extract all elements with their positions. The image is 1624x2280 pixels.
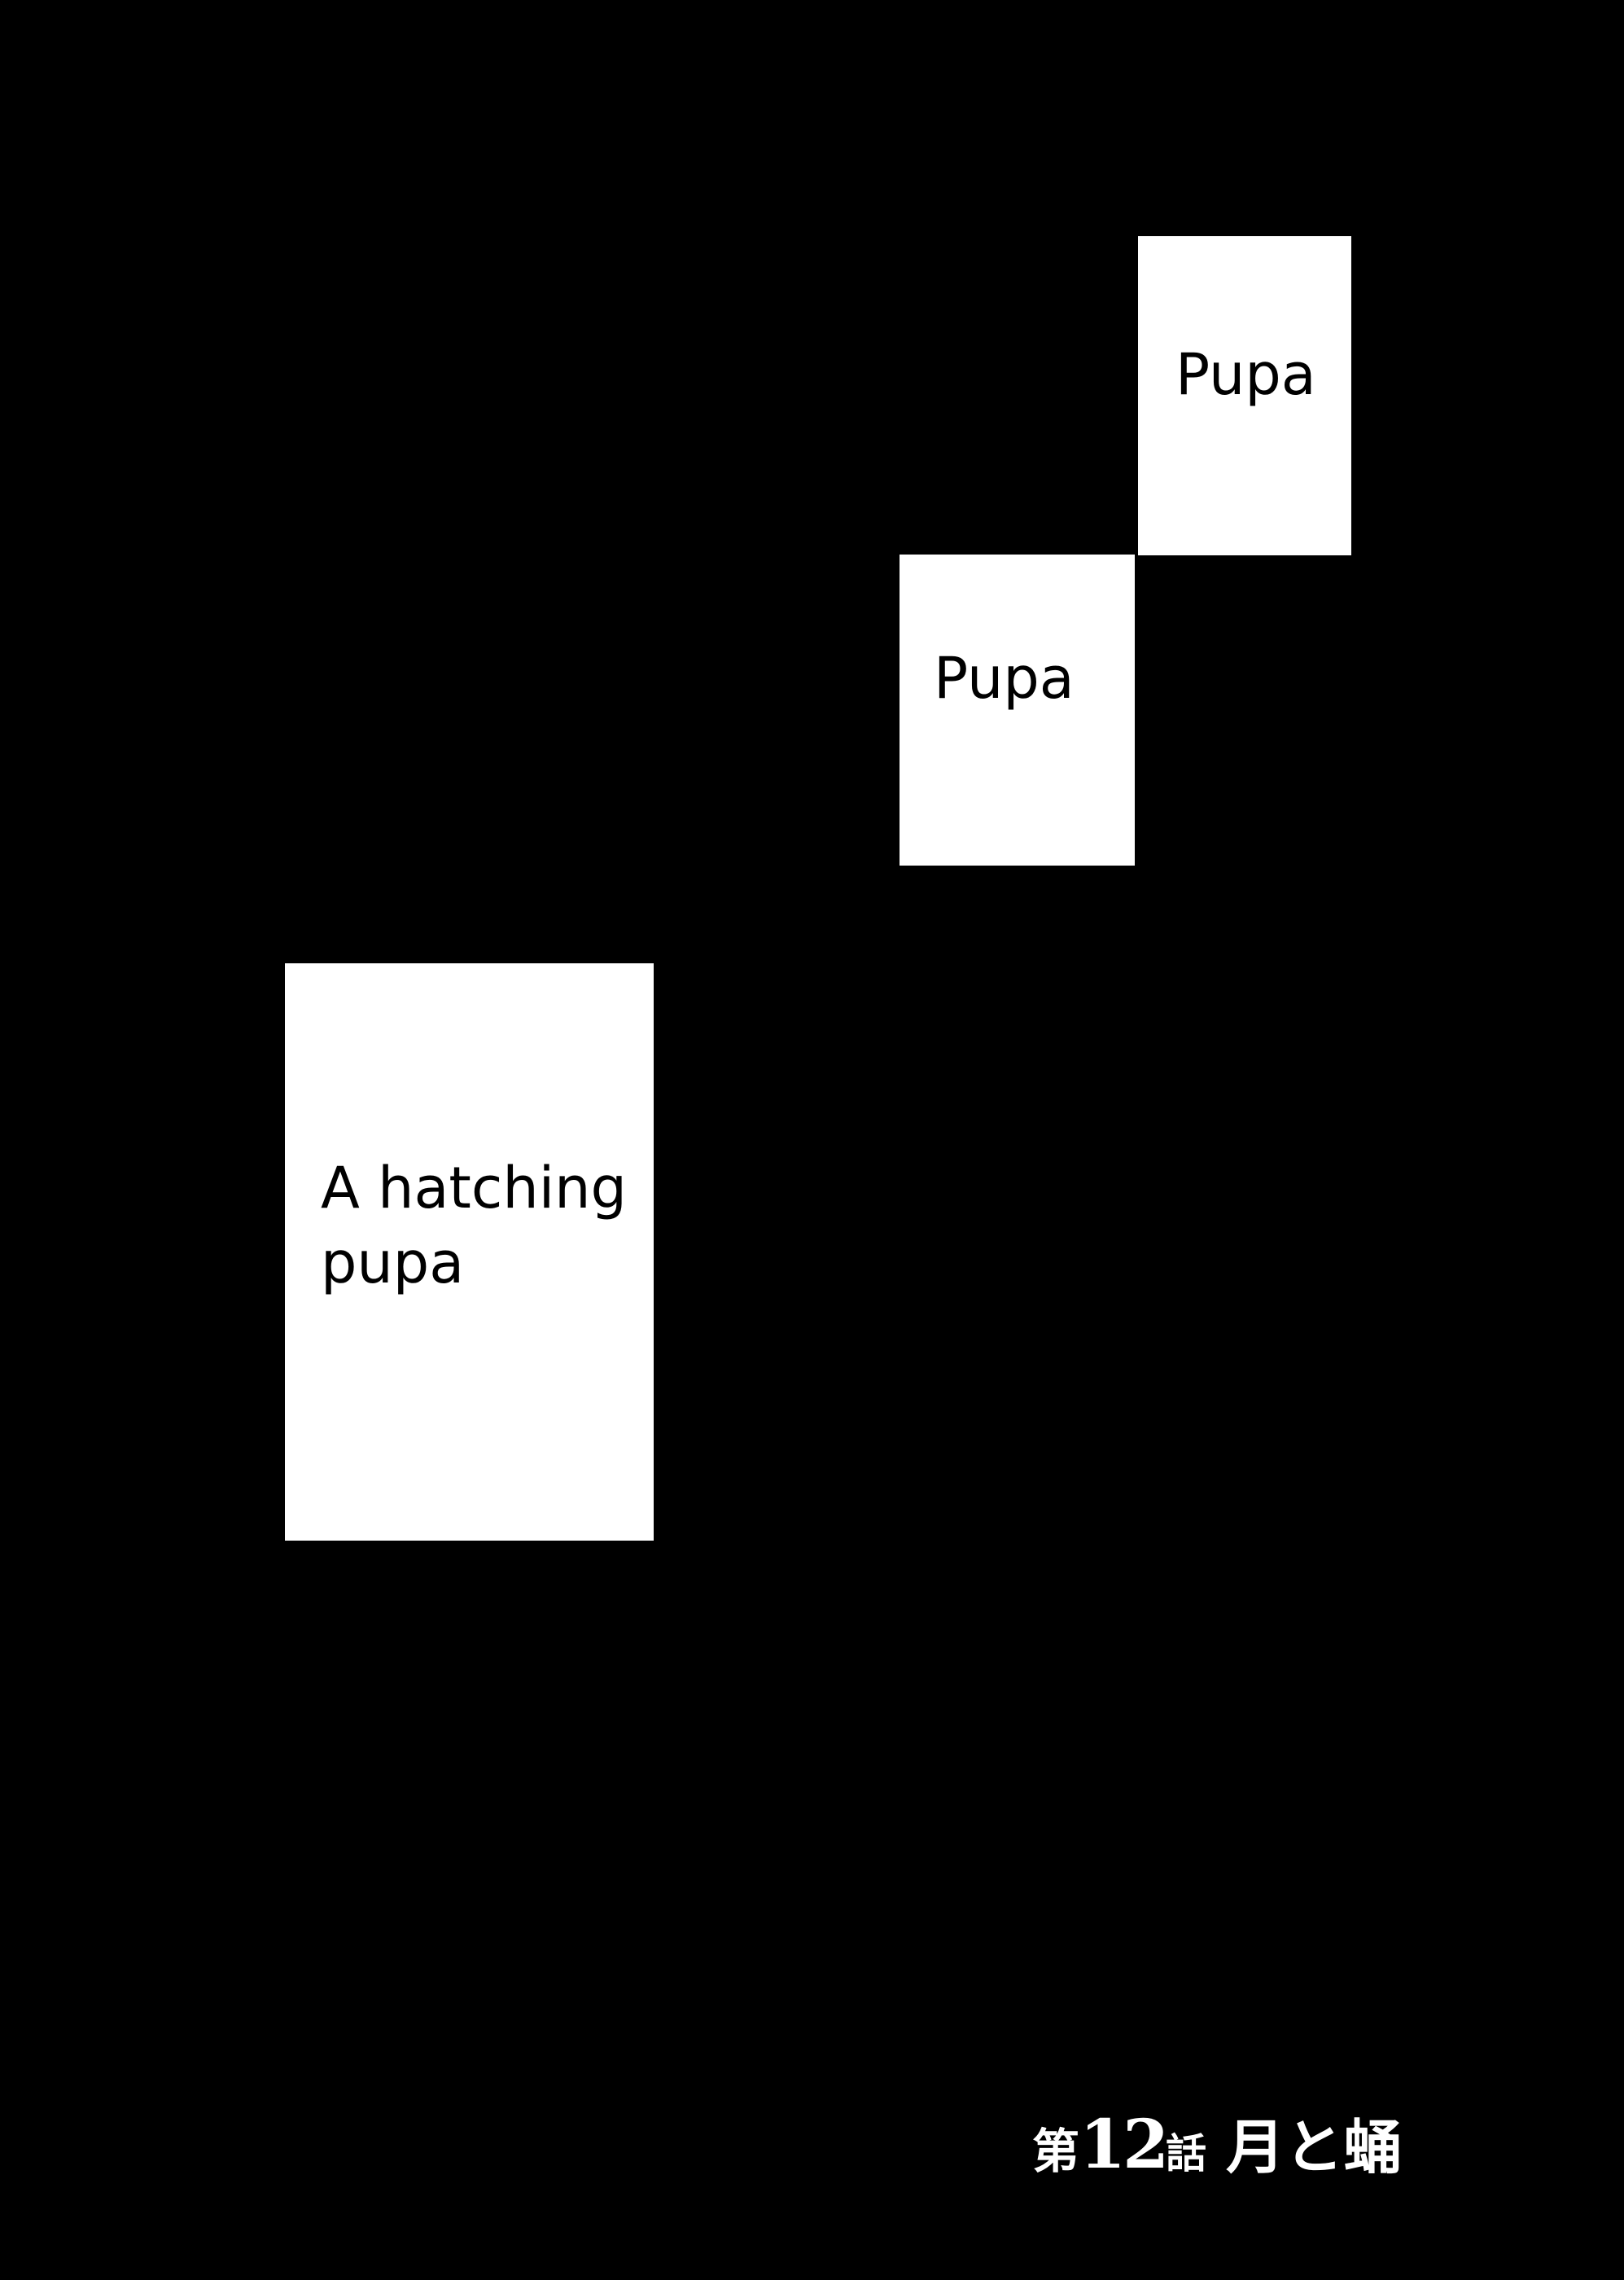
chapter-name: 月と蛹 [1226, 2112, 1403, 2181]
caption-box-pupa-middle: Pupa [900, 555, 1135, 866]
chapter-prefix: 第 [1032, 2124, 1080, 2179]
caption-box-pupa-top: Pupa [1138, 236, 1351, 555]
caption-box-hatching-pupa: A hatching pupa [285, 963, 654, 1541]
caption-text-hatching-line1: A hatching [321, 1155, 627, 1221]
chapter-suffix: 話 [1166, 2129, 1207, 2177]
caption-text-pupa-top: Pupa [1175, 341, 1316, 408]
caption-text-hatching-line2: pupa [321, 1230, 465, 1296]
chapter-title: 第 12 話 月と蛹 [1032, 2099, 1488, 2189]
chapter-number: 12 [1079, 2106, 1169, 2184]
caption-text-pupa-middle: Pupa [934, 645, 1075, 712]
